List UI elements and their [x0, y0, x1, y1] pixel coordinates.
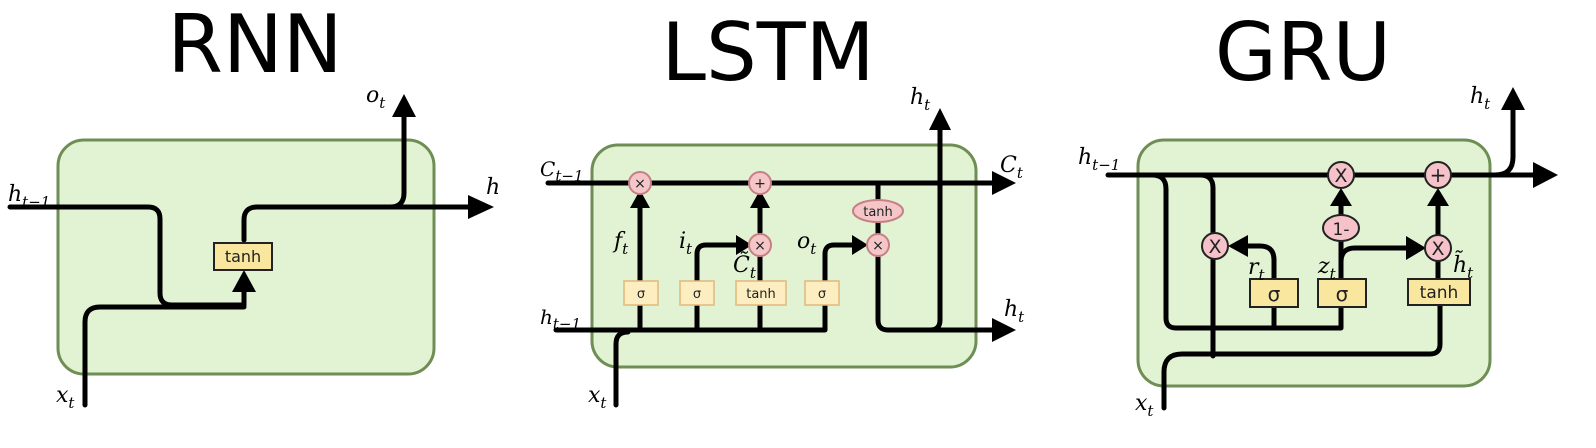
lstm-panel: LSTM × + × × tanh [540, 6, 1025, 412]
gru-panel: GRU X + X X 1- [1078, 6, 1558, 420]
gru-x-wire [1161, 303, 1443, 411]
lstm-c-tilde-label: C̃t [733, 252, 757, 282]
gru-hprev-to-gates-wire [1149, 172, 1344, 331]
lstm-output-riser [822, 242, 859, 303]
rnn-o-label: ot [366, 83, 386, 112]
gru-update-gate [1317, 278, 1367, 308]
lstm-title: LSTM [661, 6, 874, 99]
lstm-forget-gate [623, 280, 659, 306]
lstm-input-gate-label: σ [693, 287, 701, 302]
lstm-c-out-arrow [992, 171, 1016, 195]
lstm-h-out-wire [875, 254, 995, 333]
gru-add-symbol: + [1430, 163, 1447, 187]
gru-h-tilde-label: h̃t [1453, 251, 1474, 282]
gru-one-minus-arrow [1330, 188, 1352, 206]
gru-h-prev-label: ht−1 [1078, 145, 1120, 174]
lstm-h-up-wire [927, 125, 943, 333]
rnn-h-out-arrow [468, 195, 494, 219]
lstm-input-gate [679, 280, 715, 306]
lstm-c-out-label: Ct [1000, 153, 1024, 182]
rnn-tanh-label: tanh [225, 247, 261, 266]
lstm-h-right-label: ht [1004, 297, 1025, 326]
rnn-o-wire [387, 112, 407, 210]
lstm-forget-arrow [630, 190, 650, 208]
lstm-x-label: xt [588, 383, 607, 412]
gru-reset-gate-label: σ [1268, 282, 1281, 306]
rnn-panel: RNN tanh ht−1 h ot xt [7, 0, 500, 412]
gru-x-label: xt [1135, 391, 1154, 420]
rnn-x-label: xt [56, 383, 75, 412]
gru-r-label: rt [1248, 255, 1266, 284]
lstm-output-arrow [852, 235, 868, 255]
lstm-candidate-gate-label: tanh [746, 287, 776, 302]
gru-candidate-gate [1407, 278, 1471, 306]
lstm-input-mult-symbol: × [754, 238, 766, 254]
gru-mult-op-top [1327, 161, 1355, 189]
gru-cell [1136, 138, 1492, 388]
lstm-h-up-arrow [929, 108, 951, 130]
lstm-output-gate [804, 280, 840, 306]
lstm-output-gate-label: σ [818, 287, 826, 302]
gru-add-op [1424, 161, 1452, 189]
gru-add-arrow [1427, 188, 1449, 206]
lstm-h-out-arrow [992, 318, 1016, 342]
rnn-o-arrow [392, 94, 416, 117]
lstm-tanh-ellipse [852, 199, 904, 223]
lstm-input-riser [694, 242, 743, 333]
gru-h-up-wire [1492, 105, 1516, 178]
lstm-forget-mult-op [628, 171, 652, 195]
gru-z-branch-wire [1338, 245, 1411, 265]
lstm-h-prev-wire [553, 297, 828, 333]
lstm-output-mult-symbol: × [872, 238, 884, 254]
rnn-h-prev-label: ht−1 [8, 182, 50, 211]
gru-reset-mult-symbol: X [1208, 236, 1221, 258]
lstm-forget-gate-label: σ [637, 287, 645, 302]
gru-r-arrow [1228, 235, 1248, 257]
gru-r-wire [1242, 243, 1277, 331]
gru-z-label: zt [1317, 254, 1337, 283]
gru-mult-top-symbol: X [1334, 165, 1347, 187]
rnn-x-wire [82, 304, 247, 408]
rnn-title: RNN [167, 0, 342, 91]
gru-candidate-mult-op [1424, 234, 1452, 262]
lstm-add-symbol: + [754, 176, 766, 192]
lstm-x-wire [613, 329, 631, 408]
gru-one-minus-op [1322, 214, 1360, 242]
lstm-tanh-ellipse-label: tanh [863, 205, 893, 220]
lstm-candidate-gate [735, 280, 787, 306]
gru-one-minus-label: 1- [1333, 220, 1350, 240]
rnn-h-out-label: h [486, 175, 500, 200]
rnn-tanh-gate [213, 242, 273, 271]
gru-title: GRU [1215, 6, 1391, 99]
gru-reset-gate [1249, 278, 1299, 308]
gru-h-up-arrow [1501, 87, 1525, 110]
rnn-tanh-input-arrow [232, 270, 256, 292]
gru-update-gate-label: σ [1336, 282, 1349, 306]
lstm-h-prev-label: ht−1 [540, 305, 581, 333]
lstm-forget-mult-symbol: × [634, 176, 646, 192]
lstm-input-mult-op [748, 233, 772, 257]
lstm-add-arrow [750, 190, 770, 208]
gru-reset-mult-op [1201, 232, 1229, 260]
lstm-h-top-label: ht [910, 85, 931, 114]
gru-h-line-arrow [1533, 162, 1558, 188]
gru-candidate-gate-label: tanh [1420, 283, 1459, 303]
lstm-input-arrow [736, 235, 752, 255]
gru-hprev-down-wire [1197, 172, 1216, 359]
gru-h-out-label: ht [1470, 84, 1491, 113]
lstm-i-label: it [679, 229, 693, 258]
gru-z-branch-arrow [1406, 236, 1426, 260]
lstm-o-label: ot [797, 229, 817, 258]
lstm-output-mult-op [866, 233, 890, 257]
lstm-c-prev-label: Ct−1 [540, 157, 583, 185]
gru-candidate-mult-symbol: X [1431, 238, 1444, 260]
rnn-h-out-wire [241, 204, 473, 243]
lstm-add-op [748, 171, 772, 195]
